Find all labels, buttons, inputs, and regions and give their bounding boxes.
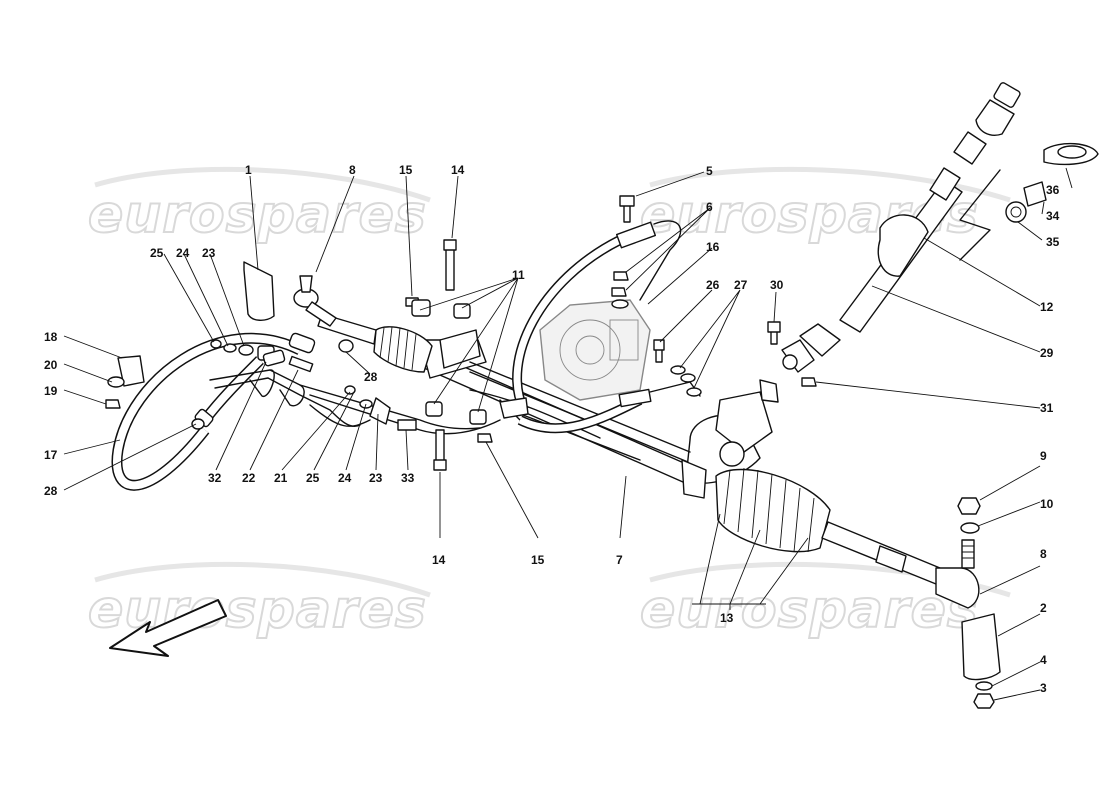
callout-18: 18	[44, 330, 58, 344]
callout-3: 3	[1040, 681, 1047, 695]
callout-24-left: 24	[176, 246, 190, 260]
callout-22: 22	[242, 471, 256, 485]
cooling-pipes	[209, 369, 501, 435]
callout-31: 31	[1040, 401, 1054, 415]
callout-13: 13	[720, 611, 734, 625]
callout-7: 7	[616, 553, 623, 567]
callout-23-mid: 23	[369, 471, 383, 485]
callout-16: 16	[706, 240, 720, 254]
callout-6: 6	[706, 200, 713, 214]
hardware-parts	[105, 195, 1001, 709]
callout-32: 32	[208, 471, 222, 485]
power-steering-pump	[539, 299, 651, 401]
callout-12: 12	[1040, 300, 1054, 314]
callout-25-left: 25	[150, 246, 164, 260]
steering-rack-assembly	[293, 275, 980, 609]
left-rack-bellows	[373, 326, 433, 373]
steering-column	[781, 82, 1021, 373]
callout-23-left: 23	[202, 246, 216, 260]
column-bushings	[1005, 142, 1099, 223]
callout-36: 36	[1046, 183, 1060, 197]
callout-2: 2	[1040, 601, 1047, 615]
hydraulic-lines	[469, 361, 691, 463]
callout-10: 10	[1040, 497, 1054, 511]
callout-5: 5	[706, 164, 713, 178]
callout-28-mid: 28	[364, 370, 378, 384]
callout-17: 17	[44, 448, 58, 462]
callout-28-left: 28	[44, 484, 58, 498]
callout-14-top: 14	[451, 163, 465, 177]
pump-hoses	[512, 220, 701, 434]
callout-11: 11	[512, 268, 525, 282]
right-tie-rod-end	[935, 539, 980, 609]
callout-27: 27	[734, 278, 748, 292]
callout-35: 35	[1046, 235, 1060, 249]
callout-15-bottom: 15	[531, 553, 545, 567]
callout-26: 26	[706, 278, 720, 292]
callout-25-mid: 25	[306, 471, 320, 485]
watermark-top-left: eurospares	[88, 185, 427, 245]
left-tie-rod-end	[293, 275, 337, 327]
callout-labels: 1 8 15 14 5 6 16 25 24 23 11 26 27 30 36…	[44, 163, 1060, 695]
leader-lines	[63, 167, 1073, 701]
callout-21: 21	[274, 471, 288, 485]
callout-30: 30	[770, 278, 784, 292]
callout-14-bottom: 14	[432, 553, 446, 567]
callout-34: 34	[1046, 209, 1060, 223]
callout-33: 33	[401, 471, 415, 485]
steering-valve-housing	[681, 379, 779, 499]
callout-20: 20	[44, 358, 58, 372]
callout-4: 4	[1040, 653, 1047, 667]
right-rack-bellows	[715, 467, 831, 553]
callout-9: 9	[1040, 449, 1047, 463]
callout-8-left: 8	[349, 163, 356, 177]
watermark-bottom-right: eurospares	[640, 580, 979, 640]
callout-1: 1	[245, 163, 252, 177]
callout-8-right: 8	[1040, 547, 1047, 561]
callout-19: 19	[44, 384, 58, 398]
callout-15-top: 15	[399, 163, 413, 177]
callout-29: 29	[1040, 346, 1054, 360]
return-hose	[111, 332, 316, 491]
callout-24-mid: 24	[338, 471, 352, 485]
direction-arrow-icon	[109, 599, 227, 657]
